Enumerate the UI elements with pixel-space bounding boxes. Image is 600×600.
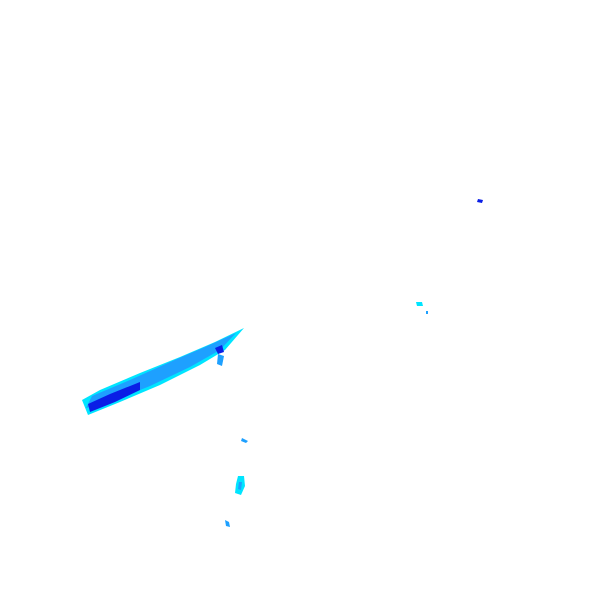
echo-medium: [238, 482, 242, 490]
echo-medium: [241, 438, 248, 443]
echo-light: [416, 302, 423, 306]
echo-medium: [217, 354, 224, 366]
radar-echo-streak: [82, 328, 244, 415]
radar-echo-cells: [225, 199, 483, 527]
echo-medium: [225, 520, 230, 527]
echo-strong: [88, 382, 140, 412]
echo-strong: [215, 345, 224, 354]
echo-strong: [477, 199, 483, 203]
echo-medium: [426, 311, 428, 314]
